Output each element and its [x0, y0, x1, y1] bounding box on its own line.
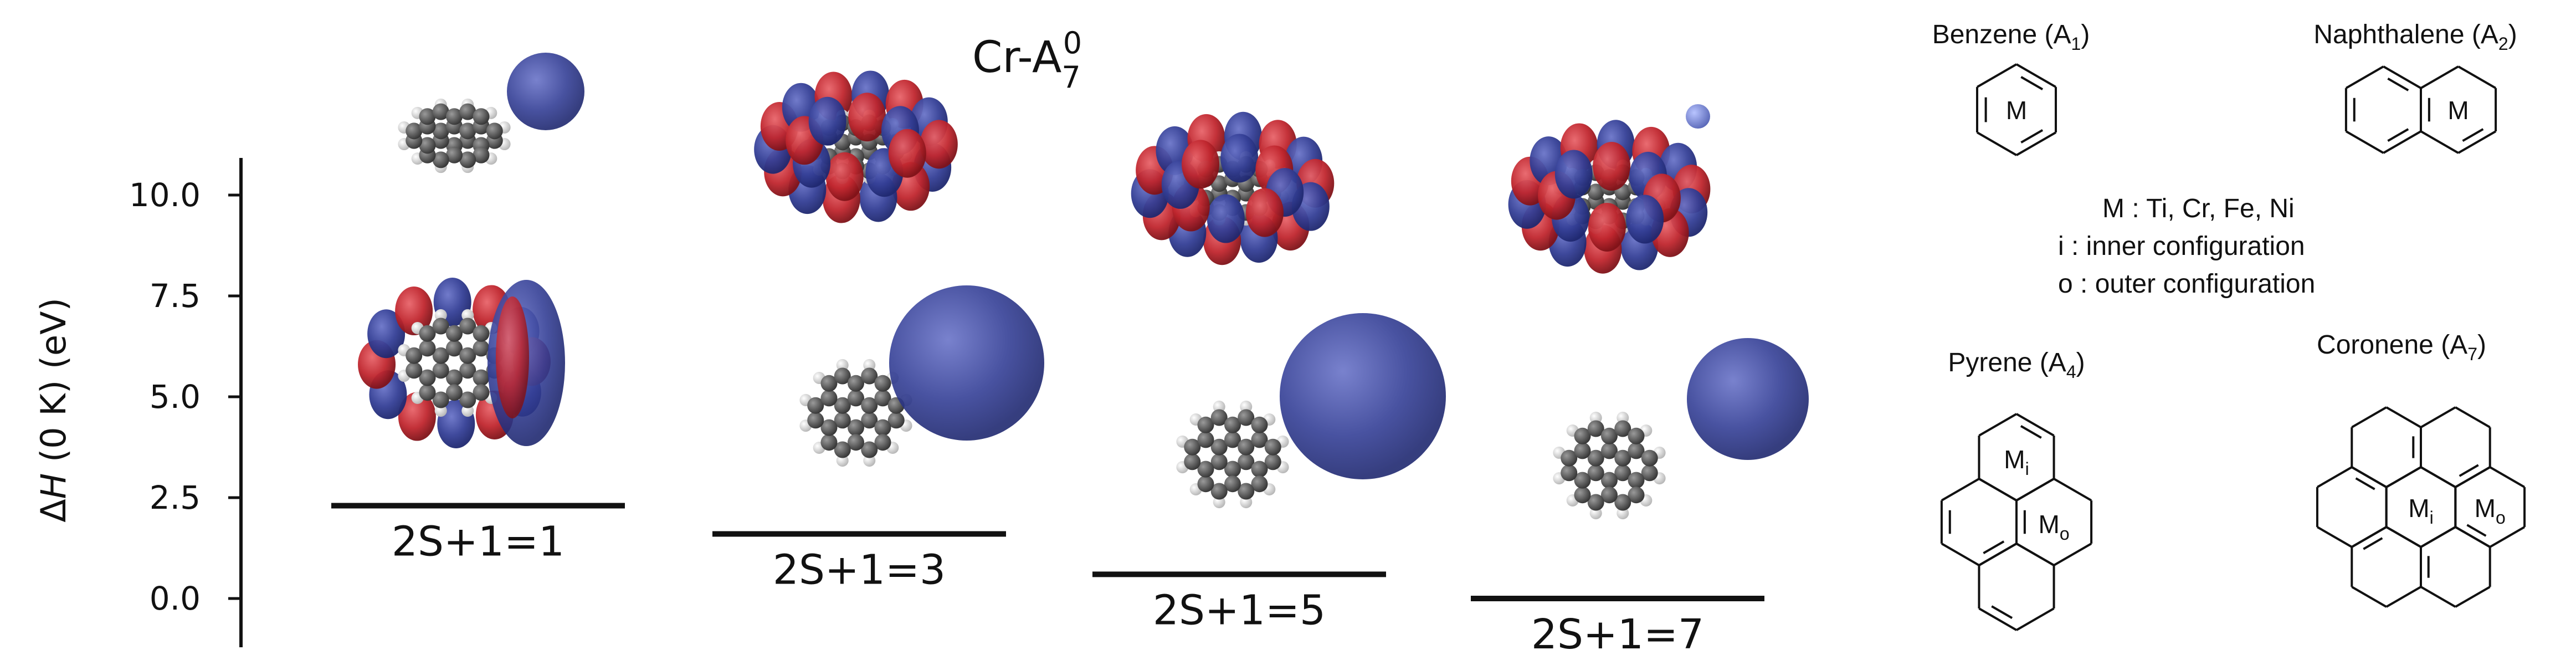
spin-state-5-structures [1131, 111, 1446, 509]
benzene-label: Benzene (A1) [1932, 20, 2090, 54]
side-view-molecule [358, 278, 565, 448]
y-tick-label: 5.0 [150, 378, 201, 416]
metal-site-label: Mo [2475, 494, 2506, 528]
spin-state-1-structures [358, 53, 584, 448]
y-axis: 10.0 7.5 5.0 2.5 0.0 [129, 158, 243, 647]
energy-levels: 2S+1=1 2S+1=3 2S+1=5 2S+1=7 [331, 503, 1764, 658]
naphthalene-label: Naphthalene (A2) [2313, 20, 2517, 54]
metal-spin-density [507, 53, 584, 130]
legend-panel: Benzene (A1) Naphthalene (A2) Pyrene (A4… [1932, 20, 2526, 631]
y-tick-label: 0.0 [150, 580, 201, 617]
y-axis-label: ΔH (0 K) (eV) [33, 298, 74, 523]
level-label: 2S+1=1 [392, 518, 565, 566]
side-view-molecule [1176, 313, 1446, 509]
metal-spin-density [1280, 313, 1446, 479]
top-view-molecule [1131, 111, 1335, 265]
note-inner: i : inner configuration [2058, 232, 2305, 261]
y-tick-label: 2.5 [150, 479, 201, 516]
metal-site-label: Mo [2038, 510, 2069, 544]
note-outer: o : outer configuration [2058, 269, 2315, 299]
metal-site-label: M [2447, 96, 2469, 125]
top-view-molecule [398, 53, 584, 173]
coronene-structure: Mi Mo [2316, 406, 2526, 608]
benzene-structure: M [1975, 63, 2057, 156]
metal-spin-density [889, 285, 1044, 441]
side-view-molecule [1553, 338, 1809, 520]
note-metals: M : Ti, Cr, Fe, Ni [2102, 194, 2295, 223]
level-label: 2S+1=3 [773, 546, 946, 594]
side-view-molecule [799, 285, 1044, 467]
spin-state-7-structures [1508, 104, 1809, 520]
pyrene-label: Pyrene (A4) [1948, 348, 2085, 382]
level-label: 2S+1=5 [1153, 586, 1326, 634]
coronene-label: Coronene (A7) [2317, 330, 2486, 364]
y-tick-label: 7.5 [150, 277, 201, 315]
level-label: 2S+1=7 [1531, 611, 1704, 658]
metal-site-label: Mi [2004, 445, 2029, 479]
top-view-molecule [754, 70, 958, 223]
chromium-atom [1686, 104, 1710, 129]
naphthalene-structure: M [2344, 65, 2497, 154]
metal-site-label: M [2006, 96, 2027, 125]
molecule-renderings [358, 53, 1809, 520]
spin-state-3-structures [754, 70, 1044, 467]
y-tick-label: 10.0 [129, 176, 201, 214]
top-view-molecule [1508, 104, 1711, 274]
metal-site-label: Mi [2408, 494, 2433, 528]
figure-title: Cr-A70 [972, 25, 1082, 95]
metal-spin-density [1687, 338, 1809, 460]
